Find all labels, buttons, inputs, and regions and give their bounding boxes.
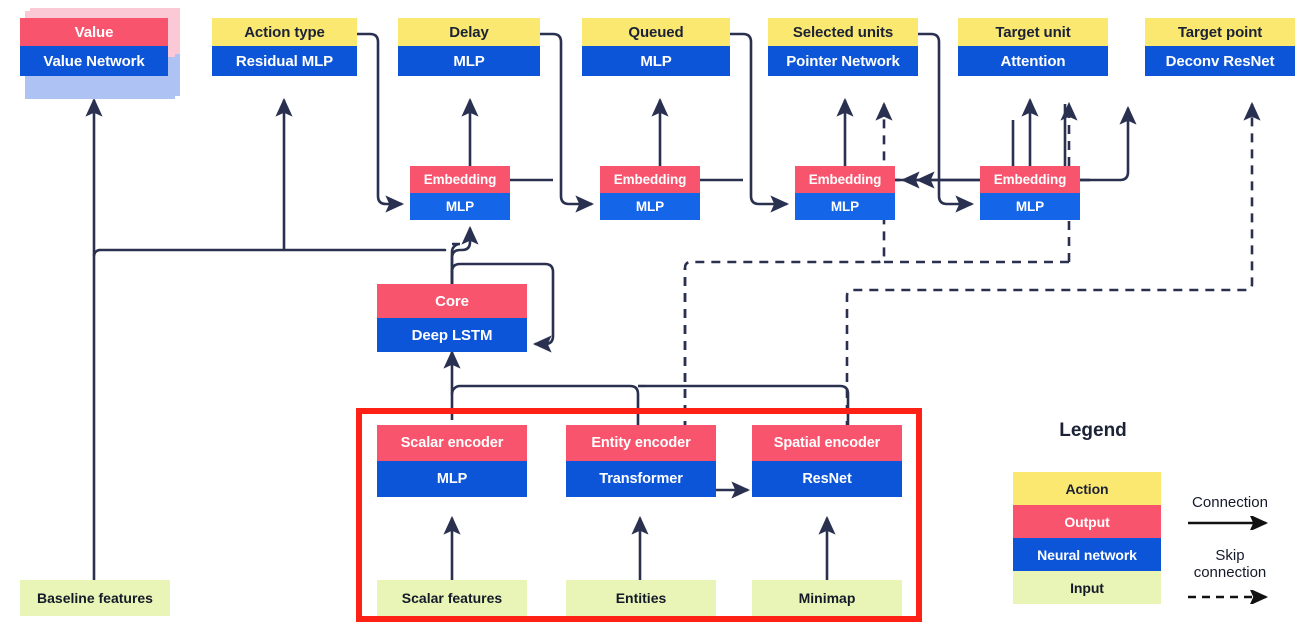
embedding-block-2-network: MLP (600, 193, 700, 220)
embedding-block-1[interactable]: Embedding MLP (410, 166, 510, 220)
output-head-value[interactable]: Value Value Network (20, 18, 168, 76)
output-head-target-point[interactable]: Target point Deconv ResNet (1145, 18, 1295, 76)
embedding-block-3[interactable]: Embedding MLP (795, 166, 895, 220)
encoder-entity-label: Entity encoder (566, 425, 716, 461)
input-scalar-features[interactable]: Scalar features (377, 580, 527, 616)
output-head-action-type[interactable]: Action type Residual MLP (212, 18, 357, 76)
input-minimap[interactable]: Minimap (752, 580, 902, 616)
encoder-spatial-network: ResNet (752, 461, 902, 497)
embedding-block-2-label: Embedding (600, 166, 700, 193)
encoder-scalar-label: Scalar encoder (377, 425, 527, 461)
legend-connection-arrow-icon (1188, 516, 1269, 530)
legend-swatch-stack: Action Output Neural network Input (1013, 472, 1161, 604)
output-head-queued[interactable]: Queued MLP (582, 18, 730, 76)
embedding-block-4-network: MLP (980, 193, 1080, 220)
output-head-queued-label: Queued (582, 18, 730, 46)
legend-swatch-action: Action (1013, 472, 1161, 505)
core-block[interactable]: Core Deep LSTM (377, 284, 527, 352)
input-baseline-features[interactable]: Baseline features (20, 580, 170, 616)
encoder-scalar-network: MLP (377, 461, 527, 497)
encoder-scalar[interactable]: Scalar encoder MLP (377, 425, 527, 497)
output-head-queued-network: MLP (582, 46, 730, 76)
output-head-action-type-network: Residual MLP (212, 46, 357, 76)
legend-swatch-output: Output (1013, 505, 1161, 538)
legend-skip-connection-label-line1: Skip (1215, 547, 1245, 564)
legend-connection-label: Connection (1192, 494, 1268, 511)
legend-swatch-neural-network: Neural network (1013, 538, 1161, 571)
embedding-block-3-network: MLP (795, 193, 895, 220)
embedding-block-1-label: Embedding (410, 166, 510, 193)
output-head-target-unit-label: Target unit (958, 18, 1108, 46)
output-head-target-point-network: Deconv ResNet (1145, 46, 1295, 76)
core-label: Core (377, 284, 527, 318)
encoder-spatial[interactable]: Spatial encoder ResNet (752, 425, 902, 497)
output-head-selected-units[interactable]: Selected units Pointer Network (768, 18, 918, 76)
encoder-entity-network: Transformer (566, 461, 716, 497)
output-head-target-point-label: Target point (1145, 18, 1295, 46)
embedding-block-3-label: Embedding (795, 166, 895, 193)
legend-title: Legend (1059, 420, 1127, 441)
embedding-block-4-label: Embedding (980, 166, 1080, 193)
output-head-value-label: Value (20, 18, 168, 46)
core-network: Deep LSTM (377, 318, 527, 352)
output-head-delay[interactable]: Delay MLP (398, 18, 540, 76)
output-head-target-unit-network: Attention (958, 46, 1108, 76)
encoder-spatial-label: Spatial encoder (752, 425, 902, 461)
legend-swatch-input: Input (1013, 571, 1161, 604)
embedding-block-1-network: MLP (410, 193, 510, 220)
output-head-selected-units-network: Pointer Network (768, 46, 918, 76)
legend-skip-connection-label-line2: connection (1193, 563, 1267, 581)
legend-skip-arrow-icon (1188, 590, 1269, 604)
output-head-action-type-label: Action type (212, 18, 357, 46)
legend-skip-connection-label: Skip connection (1193, 547, 1267, 582)
output-head-selected-units-label: Selected units (768, 18, 918, 46)
embedding-block-2[interactable]: Embedding MLP (600, 166, 700, 220)
output-head-delay-label: Delay (398, 18, 540, 46)
output-head-value-network: Value Network (20, 46, 168, 76)
encoder-entity[interactable]: Entity encoder Transformer (566, 425, 716, 497)
embedding-block-4[interactable]: Embedding MLP (980, 166, 1080, 220)
output-head-delay-network: MLP (398, 46, 540, 76)
input-entities[interactable]: Entities (566, 580, 716, 616)
output-head-target-unit[interactable]: Target unit Attention (958, 18, 1108, 76)
